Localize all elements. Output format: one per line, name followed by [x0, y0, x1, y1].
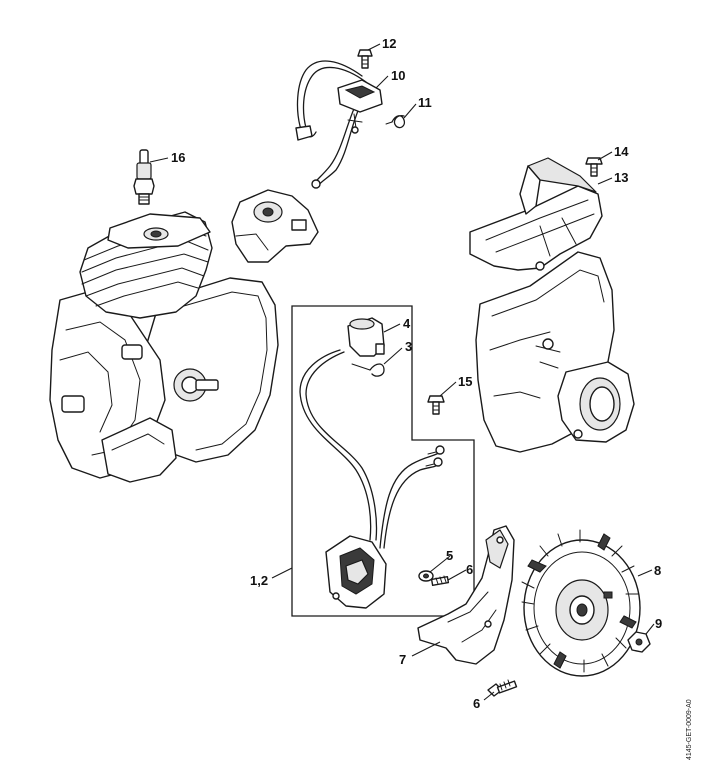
callout-9: 9: [655, 616, 662, 631]
drawing-reference-code: 4145-GET-0009-A0: [686, 699, 693, 760]
spark-plug: [133, 149, 155, 205]
callout-14: 14: [614, 144, 629, 159]
engine-crankcase-assembly: [49, 211, 279, 483]
callout-labels: 12 10 11 16 14 13 4 3 15 1,2 5 6 8 9 7 6: [171, 36, 662, 711]
wiring-harness: [295, 49, 406, 189]
cover-plate: [417, 525, 515, 665]
callout-10: 10: [391, 68, 405, 83]
callout-8: 8: [654, 563, 661, 578]
fan-housing: [475, 251, 635, 453]
callout-3: 3: [405, 339, 412, 354]
flywheel: [521, 529, 651, 677]
callout-16: 16: [171, 150, 185, 165]
callout-15: 15: [458, 374, 472, 389]
callout-12: 12: [382, 36, 396, 51]
ignition-bracket: [231, 189, 319, 263]
screw-15: [427, 395, 445, 415]
callout-7: 7: [399, 652, 406, 667]
callout-11: 11: [418, 95, 432, 110]
ignition-coil-group-frame: [291, 305, 475, 617]
washer-and-screw: [418, 570, 450, 587]
callout-5: 5: [446, 548, 453, 563]
ignition-coil: [299, 317, 445, 609]
callout-13: 13: [614, 170, 628, 185]
leader-lines: [149, 43, 655, 701]
callout-6-upper: 6: [466, 562, 473, 577]
callout-1-2: 1,2: [250, 573, 268, 588]
callout-4: 4: [403, 316, 411, 331]
callout-6-lower: 6: [473, 696, 480, 711]
fan-shroud-cover: [469, 157, 603, 271]
